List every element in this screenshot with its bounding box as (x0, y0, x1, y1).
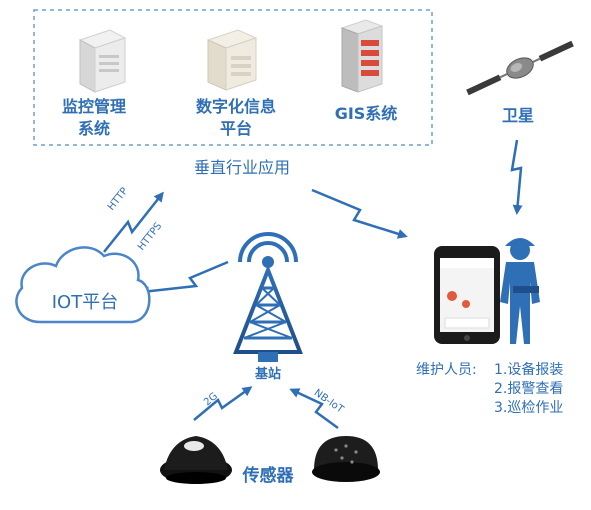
satellite-icon (466, 40, 574, 96)
sensor-puck-icon (160, 436, 232, 484)
maintenance-item-inspection: 3.巡检作业 (494, 400, 564, 416)
gis-server-icon (340, 19, 384, 93)
2g-bolt (193, 386, 253, 421)
vertical-apps-label: 垂直行业应用 (193, 158, 290, 177)
satellite-label: 卫星 (501, 106, 534, 125)
maintenance-item-install: 1.设备报装 (494, 362, 564, 378)
station-to-iot-bolt (139, 260, 229, 297)
digital-platform-server-icon (206, 29, 258, 91)
iot-platform-label: IOT平台 (51, 292, 119, 313)
maintenance-worker-icon (500, 238, 540, 344)
monitoring-system-label: 监控管理 系统 (61, 97, 126, 138)
digital-platform-label: 数字化信息 平台 (195, 97, 276, 138)
sensor-dome-icon (312, 436, 380, 482)
nbiot-bolt (289, 388, 339, 430)
iot-cloud-icon (15, 246, 151, 324)
apps-to-staff-bolt (311, 188, 408, 239)
http-bolt (103, 191, 164, 253)
mobile-phone-icon (434, 246, 500, 344)
satellite-signal-bolt (510, 139, 523, 215)
base-station-tower-icon (233, 232, 303, 362)
systems-dashed-box (33, 9, 433, 146)
monitoring-server-icon (78, 29, 127, 93)
sensors-label: 传感器 (242, 466, 294, 486)
gis-system-label: GIS系统 (334, 104, 398, 123)
maintenance-item-alarm: 2.报警查看 (494, 381, 564, 397)
maintenance-staff-label: 维护人员: (416, 362, 477, 378)
base-station-label: 基站 (254, 367, 281, 382)
